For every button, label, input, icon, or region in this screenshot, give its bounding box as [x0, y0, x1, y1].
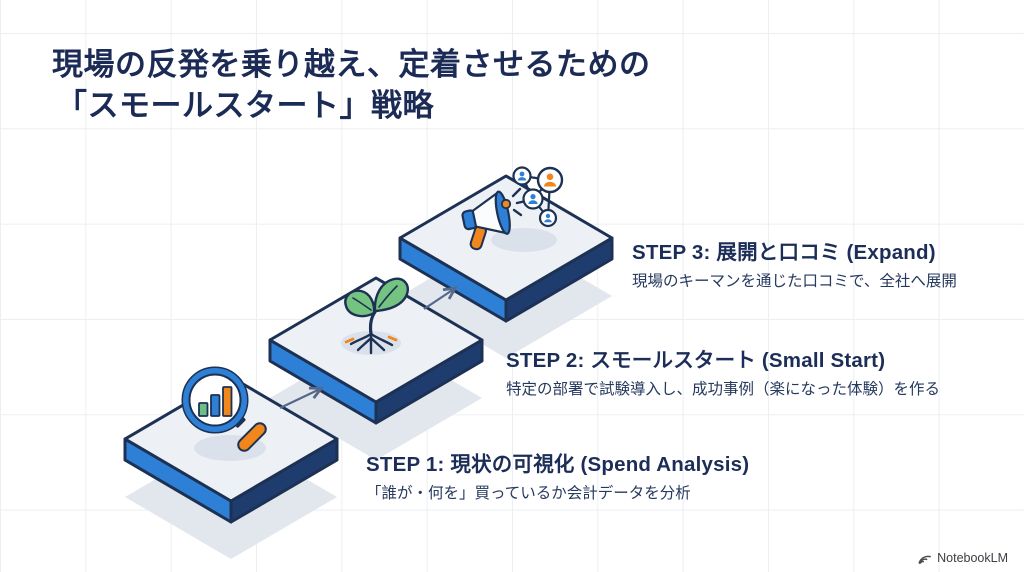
- people-network-icon: [512, 166, 564, 228]
- step-3-heading: STEP 3: 展開と口コミ (Expand): [632, 241, 936, 264]
- title-line-2: 「スモールスタート」戦略: [56, 88, 434, 123]
- sprout-icon: [344, 277, 409, 355]
- step-2-label-group: STEP 2: スモールスタート (Small Start) 特定の部署で試験導…: [506, 348, 986, 401]
- step-2-description: 特定の部署で試験導入し、成功事例（楽になった体験）を作る: [506, 380, 941, 398]
- magnifier-bar-chart-icon: [181, 366, 267, 452]
- step-3-label-group: STEP 3: 展開と口コミ (Expand) 現場のキーマンを通じた口コミで、…: [632, 240, 1012, 293]
- platform-step-2: [268, 276, 484, 425]
- title-line-1: 現場の反発を乗り越え、定着させるための: [52, 47, 651, 82]
- arrow-step2-to-step3-icon: [423, 289, 454, 310]
- notebooklm-logo-icon: [918, 555, 932, 564]
- step-3-description: 現場のキーマンを通じた口コミで、全社へ展開: [632, 272, 957, 290]
- megaphone-icon: [461, 187, 528, 251]
- step-1-label-group: STEP 1: 現状の可視化 (Spend Analysis) 「誰が・何を」買…: [366, 452, 806, 505]
- step-1-description: 「誰が・何を」買っているか会計データを分析: [366, 484, 691, 502]
- page-title: 現場の反発を乗り越え、定着させるための 「スモールスタート」戦略: [52, 44, 651, 126]
- notebooklm-attribution: NotebookLM: [917, 551, 1008, 565]
- arrow-step1-to-step2-icon: [279, 389, 320, 409]
- notebooklm-brand-text: NotebookLM: [937, 551, 1008, 565]
- step-1-heading: STEP 1: 現状の可視化 (Spend Analysis): [366, 453, 750, 476]
- step-2-heading: STEP 2: スモールスタート (Small Start): [506, 349, 886, 372]
